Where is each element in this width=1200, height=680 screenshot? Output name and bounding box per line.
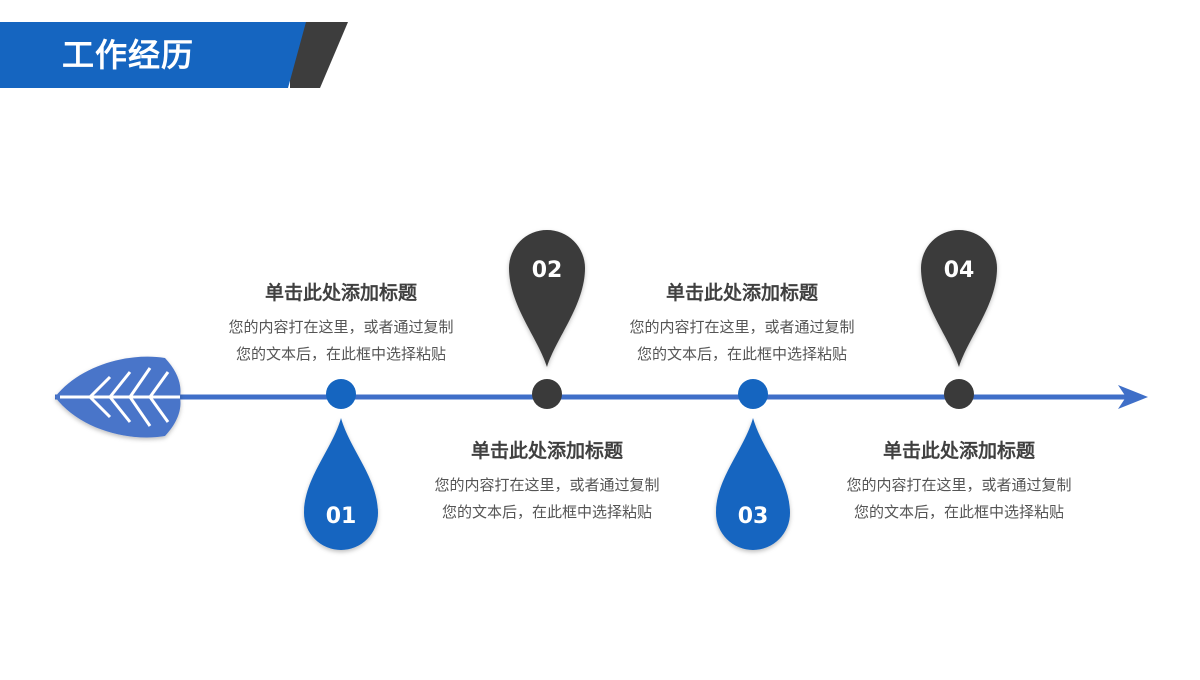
drop-marker-01 bbox=[304, 418, 378, 550]
step-desc-line: 您的内容打在这里，或者通过复制 bbox=[228, 318, 454, 336]
step-title: 单击此处添加标题 bbox=[882, 440, 1035, 462]
timeline-node-04 bbox=[944, 379, 974, 409]
step-number-04: 04 bbox=[943, 258, 975, 283]
step-title: 单击此处添加标题 bbox=[665, 282, 818, 304]
pin-marker-02 bbox=[509, 230, 585, 367]
step-number-01: 01 bbox=[325, 504, 357, 529]
step-desc-line: 您的内容打在这里，或者通过复制 bbox=[629, 318, 855, 336]
arrow-head-icon bbox=[1118, 385, 1148, 409]
step-desc-line: 您的内容打在这里，或者通过复制 bbox=[846, 476, 1072, 494]
step-text-03: 单击此处添加标题 您的内容打在这里，或者通过复制 您的文本后，在此框中选择粘贴 bbox=[582, 280, 902, 368]
step-desc-line: 您的文本后，在此框中选择粘贴 bbox=[853, 503, 1064, 521]
step-desc-line: 您的文本后，在此框中选择粘贴 bbox=[636, 345, 847, 363]
leaf-tail-icon bbox=[55, 356, 181, 438]
step-desc-line: 您的内容打在这里，或者通过复制 bbox=[434, 476, 660, 494]
step-text-01: 单击此处添加标题 您的内容打在这里，或者通过复制 您的文本后，在此框中选择粘贴 bbox=[181, 280, 501, 368]
timeline-node-02 bbox=[532, 379, 562, 409]
step-desc-line: 您的文本后，在此框中选择粘贴 bbox=[235, 345, 446, 363]
header-banner bbox=[0, 22, 348, 88]
step-desc-line: 您的文本后，在此框中选择粘贴 bbox=[441, 503, 652, 521]
step-title: 单击此处添加标题 bbox=[470, 440, 623, 462]
page-title: 工作经历 bbox=[62, 36, 195, 74]
step-text-04: 单击此处添加标题 您的内容打在这里，或者通过复制 您的文本后，在此框中选择粘贴 bbox=[799, 438, 1119, 526]
step-title: 单击此处添加标题 bbox=[264, 282, 417, 304]
step-number-02: 02 bbox=[531, 258, 563, 283]
pin-marker-04 bbox=[921, 230, 997, 367]
timeline-node-03 bbox=[738, 379, 768, 409]
drop-marker-03 bbox=[716, 418, 790, 550]
timeline-node-01 bbox=[326, 379, 356, 409]
step-text-02: 单击此处添加标题 您的内容打在这里，或者通过复制 您的文本后，在此框中选择粘贴 bbox=[387, 438, 707, 526]
step-number-03: 03 bbox=[737, 504, 769, 529]
